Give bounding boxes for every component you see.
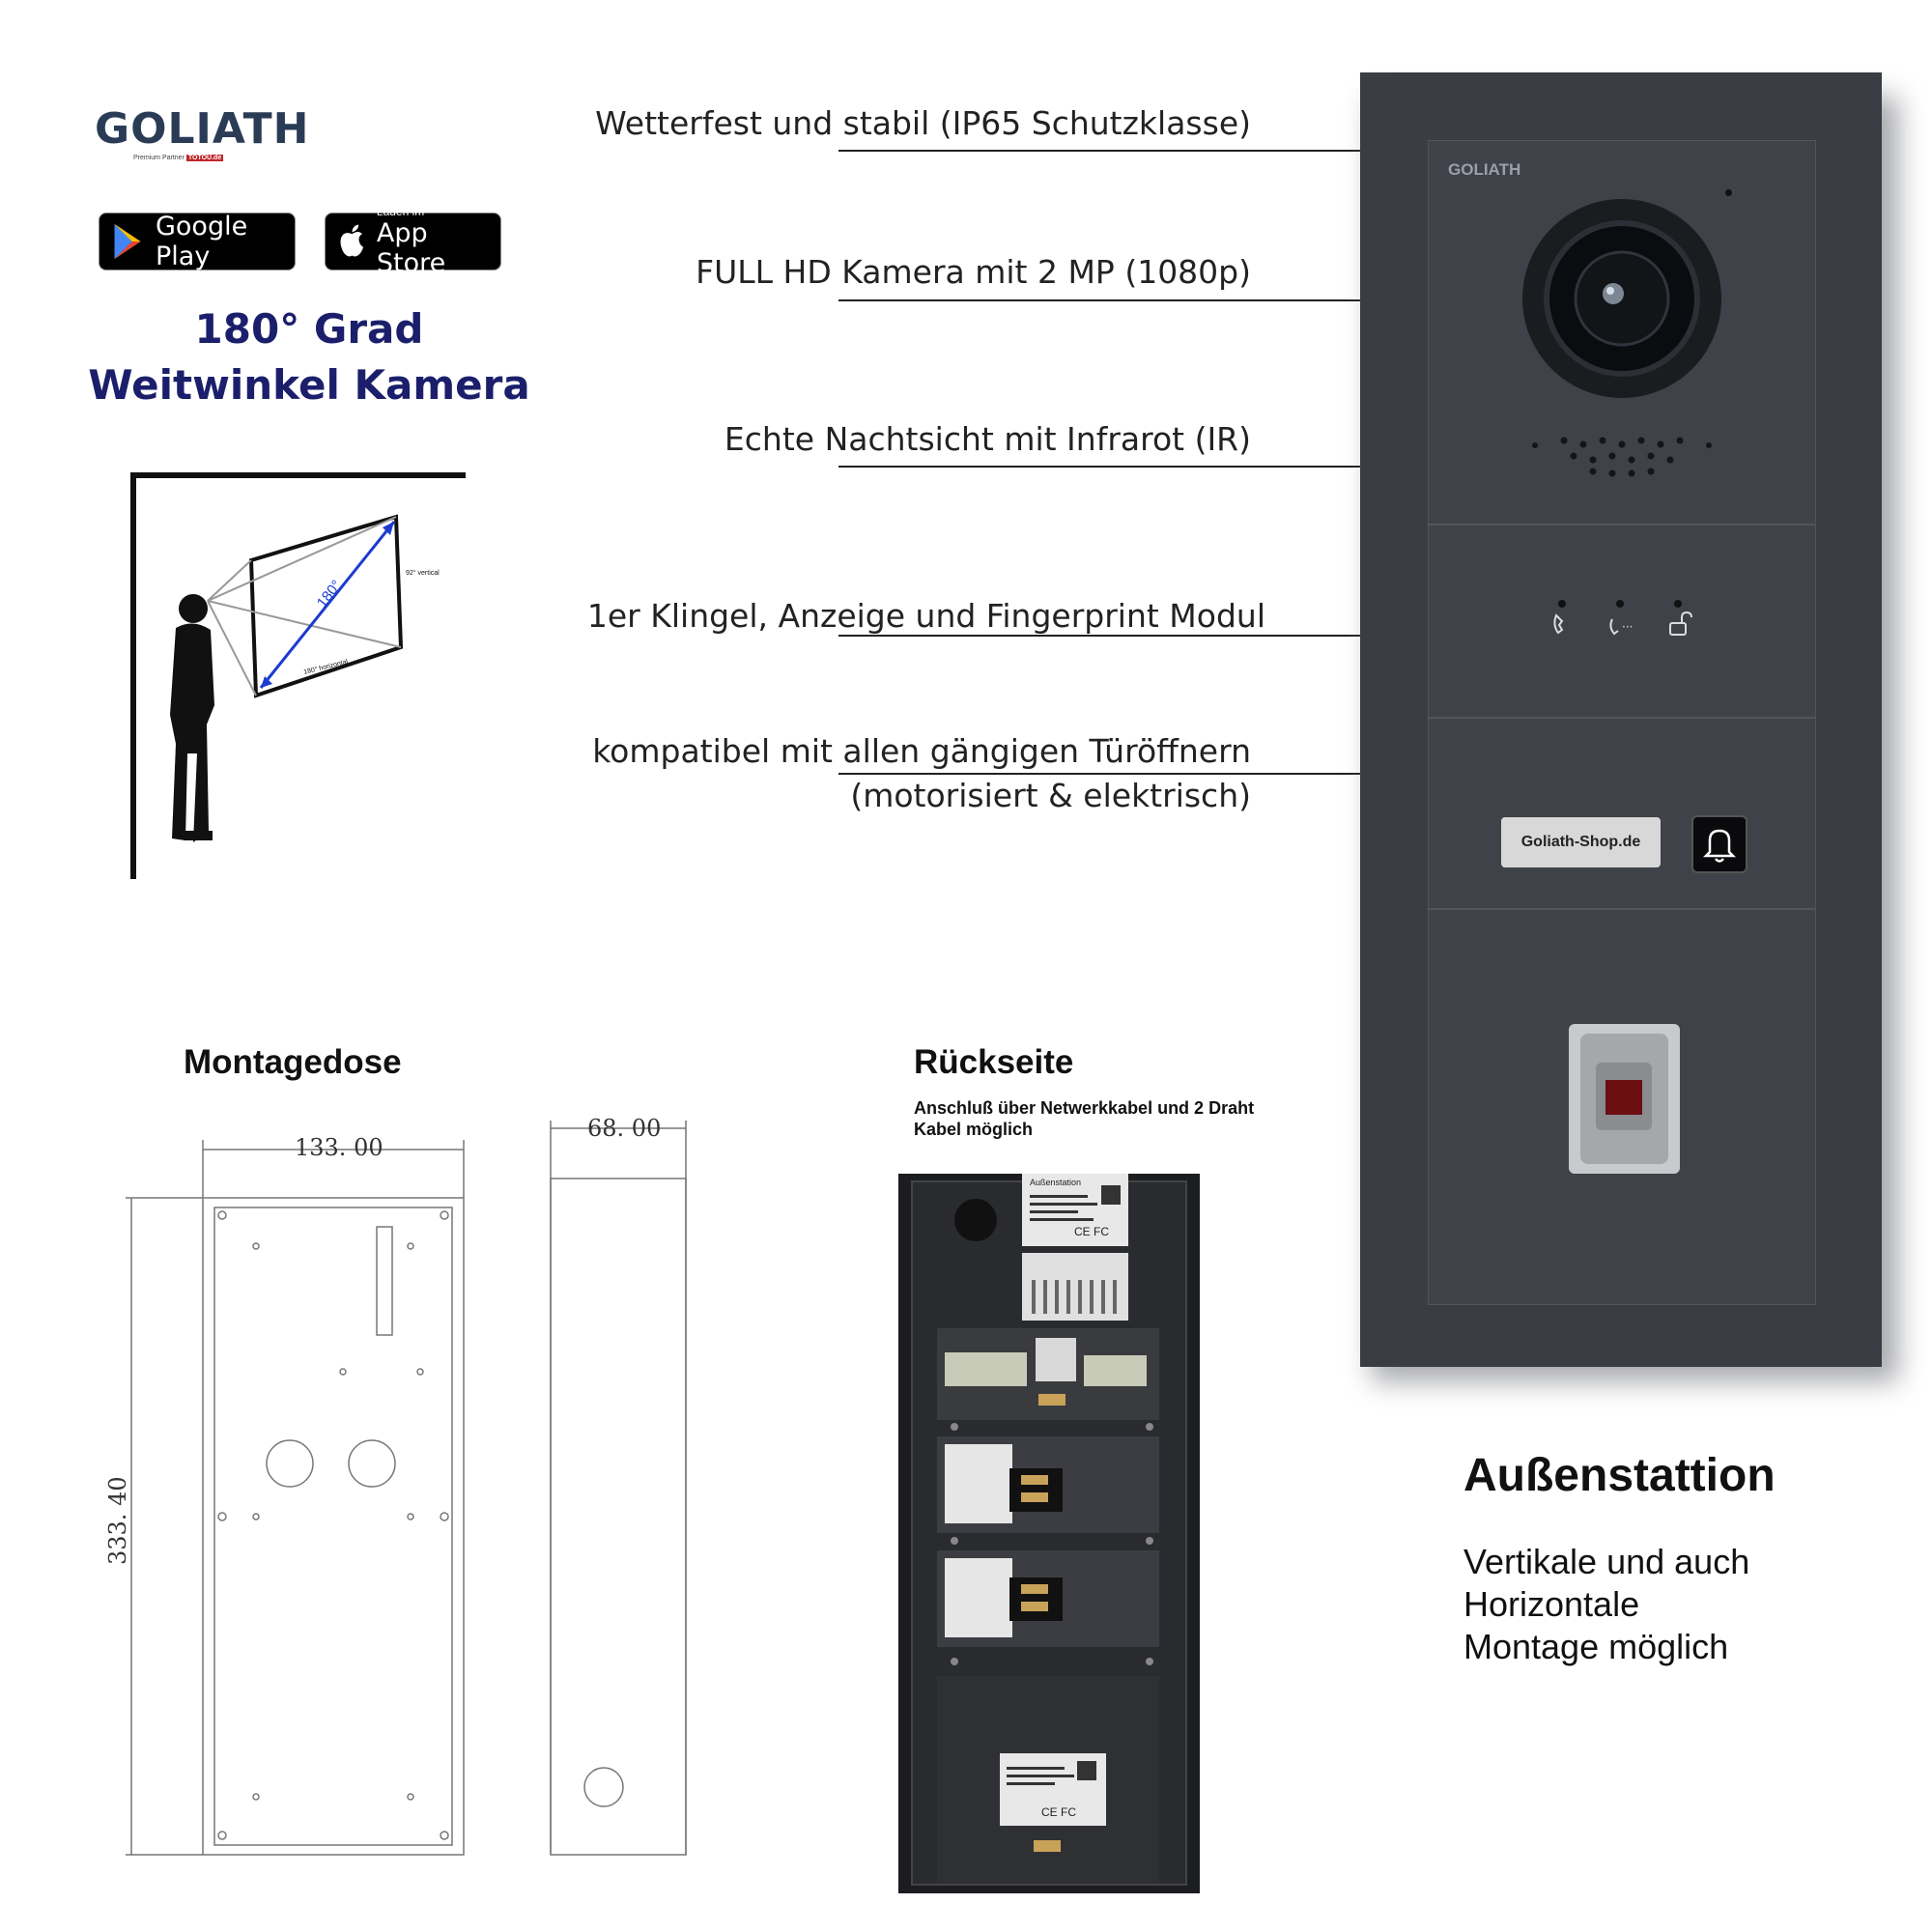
width-dimension: 133. 00 [295, 1134, 384, 1161]
wide-angle-headline: 180° Grad Weitwinkel Kamera [58, 301, 560, 413]
feature-weatherproof: Wetterfest und stabil (IP65 Schutzklasse… [595, 104, 1251, 142]
sensor-dot [1725, 189, 1732, 196]
feature-modules: 1er Klingel, Anzeige und Fingerprint Mod… [586, 597, 1265, 635]
angle-label: 180° [314, 578, 346, 611]
camera-module: GOLIATH [1428, 140, 1816, 525]
name-label-plate: Goliath-Shop.de [1501, 817, 1661, 867]
talk-icon [1609, 618, 1619, 636]
headline-line-2: Weitwinkel Kamera [88, 361, 530, 409]
google-play-icon [114, 224, 141, 259]
leader-line [838, 635, 1362, 637]
apple-icon [340, 224, 364, 257]
vertical-label: 92° vertical [406, 569, 440, 577]
bell-icon [1702, 829, 1737, 863]
bell-module: Goliath-Shop.de [1428, 718, 1816, 909]
indicator-module: ··· [1428, 525, 1816, 718]
rueckseite-title: Rückseite [914, 1043, 1074, 1081]
leader-line [838, 299, 1362, 301]
viewing-angle-diagram: 180° 92° vertical 180° horizontal [130, 472, 466, 879]
feature-camera: FULL HD Kamera mit 2 MP (1080p) [696, 253, 1251, 291]
svg-text:···: ··· [1622, 620, 1633, 634]
call-icon [1553, 613, 1564, 635]
feature-night-vision: Echte Nachtsicht mit Infrarot (IR) [724, 420, 1251, 458]
height-dimension: 333. 40 [106, 1476, 131, 1565]
headline-line-1: 180° Grad [194, 305, 424, 353]
app-store-badge[interactable]: Laden im App Store [325, 205, 501, 278]
leader-line [838, 773, 1362, 775]
google-play-label: Google Play [155, 212, 248, 271]
fingerprint-sensor [1569, 1024, 1680, 1174]
unlock-icon [1669, 622, 1687, 636]
ce-mark: CE FC [1074, 1225, 1109, 1238]
feature-compatible-2: (motorisiert & elektrisch) [850, 777, 1251, 814]
aussenstation-text: Vertikale und auch Horizontale Montage m… [1463, 1542, 1750, 1666]
leader-line [838, 466, 1362, 468]
speaker-grille [1532, 437, 1712, 477]
feature-compatible: kompatibel mit allen gängigen Türöffnern [592, 732, 1251, 770]
logo-subtext: Premium Partner TOTOU.de [133, 155, 224, 161]
leader-line [838, 150, 1362, 152]
montagedose-drawing: 133. 00 333. 40 68. 00 [106, 1115, 687, 1856]
google-play-badge[interactable]: Google Play [99, 212, 296, 271]
montagedose-title: Montagedose [184, 1043, 402, 1081]
fingerprint-module [1428, 909, 1816, 1305]
bell-button[interactable] [1691, 815, 1747, 873]
status-indicators: ··· [1553, 600, 1692, 636]
aussenstation-title: Außenstattion [1463, 1450, 1776, 1501]
door-station-panel: GOLIATH ··· Golia [1360, 72, 1882, 1367]
app-store-text: Laden im App Store [376, 205, 446, 278]
camera-lens [1522, 199, 1721, 398]
person-silhouette [170, 594, 214, 842]
top-sticker-title: Außenstation [1030, 1178, 1081, 1187]
panel-brand: GOLIATH [1448, 160, 1521, 179]
depth-dimension: 68. 00 [587, 1115, 661, 1142]
rueckseite-note: Anschluß über Netwerkkabel und 2 Draht K… [914, 1098, 1255, 1139]
goliath-logo: GOLIATH Premium Partner TOTOU.de [95, 104, 308, 172]
logo-text: GOLIATH [95, 104, 310, 154]
ce-mark-bottom: CE FC [1041, 1805, 1076, 1819]
rear-panel-photo: Außenstation CE FC CE FC [898, 1174, 1200, 1893]
